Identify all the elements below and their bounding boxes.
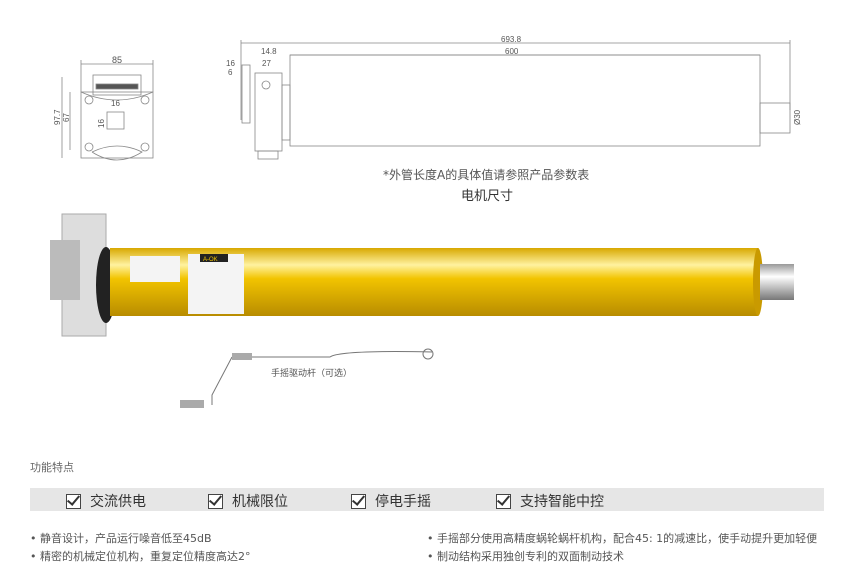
dim-97-7: 97.7 <box>53 109 62 125</box>
tube-length-note: *外管长度A的具体值请参照产品参数表 <box>383 168 590 182</box>
motor-drawings: 85 16 16 97.7 67 693.8 600 14.8 27 16 6 … <box>50 35 802 408</box>
feature-item: 机械限位 <box>208 491 288 511</box>
dim-diameter: Ø30 <box>793 109 802 125</box>
dim-67: 67 <box>62 113 71 122</box>
checkbox-checked-icon <box>208 493 223 509</box>
dim-27: 27 <box>262 59 271 68</box>
feature-label: 支持智能中控 <box>520 494 604 510</box>
dim-16-w: 16 <box>111 99 120 108</box>
checkbox-checked-icon <box>496 493 511 509</box>
feature-item: 交流供电 <box>66 491 146 511</box>
dim-693-8: 693.8 <box>501 35 522 44</box>
crank-label: 手摇驱动杆（可选） <box>271 369 353 379</box>
feature-item: 支持智能中控 <box>496 491 604 511</box>
dim-85: 85 <box>112 55 122 65</box>
section-title: 功能特点 <box>30 461 74 474</box>
dim-14-8: 14.8 <box>261 47 277 56</box>
bullet-item: • 手摇部分使用高精度蜗轮蜗杆机构，配合45: 1的减速比，使手动提升更加轻便 <box>427 532 818 545</box>
feature-label: 停电手摇 <box>375 494 431 510</box>
dimensions-caption: 电机尺寸 <box>461 189 514 204</box>
dim-16-h: 16 <box>97 119 106 128</box>
tubular-motor-image: A-OK <box>50 213 794 408</box>
feature-label: 交流供电 <box>90 494 146 510</box>
checkbox-checked-icon <box>351 493 366 509</box>
bullet-item: • 静音设计，产品运行噪音低至45dB <box>30 532 212 545</box>
feature-label: 机械限位 <box>232 494 288 510</box>
front-view-drawing <box>61 60 154 161</box>
side-view-drawing <box>240 40 791 160</box>
bullet-item: • 精密的机械定位机构，重复定位精度高达2° <box>30 550 251 563</box>
checkbox-checked-icon <box>66 493 81 509</box>
bullet-item: • 制动结构采用独创专利的双面制动技术 <box>427 550 624 563</box>
feature-item: 停电手摇 <box>351 491 431 511</box>
dim-600: 600 <box>505 47 519 56</box>
features-bar: 交流供电 机械限位 停电手摇 支持智能中控 <box>30 488 824 511</box>
dim-16: 16 <box>226 59 235 68</box>
dim-6: 6 <box>228 68 233 77</box>
brand-label: A-OK <box>203 257 218 263</box>
